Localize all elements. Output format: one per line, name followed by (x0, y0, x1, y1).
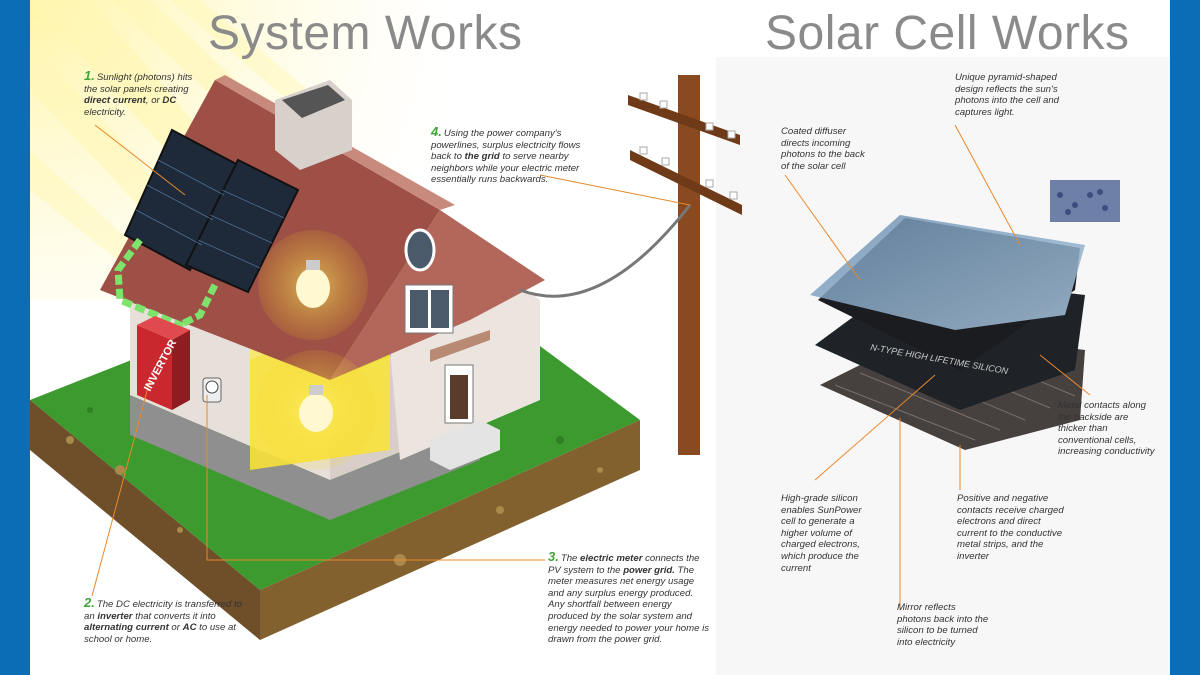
note-1-text-c: electricity. (84, 106, 126, 118)
note-coated-diffuser: Coated diffuser directs incoming photons… (781, 126, 865, 172)
note-3-number: 3. (548, 549, 559, 564)
note-1-text-b: , or (145, 95, 163, 107)
note-2-ac-abbr: AC (182, 622, 197, 634)
inverter-box (137, 316, 190, 410)
note-positive-negative-contacts: Positive and negative contacts receive c… (957, 493, 1064, 562)
note-3-electric-meter: 3.The electric meter connects the PV sys… (548, 549, 710, 646)
solar-panel-icon (123, 128, 300, 294)
note-1-dc-term: direct current (84, 95, 146, 107)
note-mirror: Mirror reflects photons back into the si… (897, 602, 989, 648)
system-leader-lines (91, 124, 691, 597)
solar-cell-layers (810, 180, 1120, 450)
note-2-number: 2. (84, 595, 95, 610)
note-high-grade-silicon: High-grade silicon enables SunPower cell… (781, 493, 862, 574)
note-2-ac-term: alternating current (84, 622, 169, 634)
cell-leader-lines (784, 124, 1091, 610)
electric-meter-icon (202, 377, 222, 403)
note-pyramid-design: Unique pyramid-shaped design reflects th… (955, 72, 1060, 118)
note-4-grid-term: the grid (464, 151, 500, 163)
note-3-text-a: The (560, 553, 581, 564)
left-blue-border (0, 0, 30, 675)
system-works-title: System Works (208, 7, 523, 60)
note-2-text-c: or (168, 622, 183, 634)
note-1-sunlight: 1.Sunlight (photons) hits the solar pane… (84, 68, 194, 118)
note-2-inverter-term: inverter (97, 610, 133, 622)
note-1-dc-abbr: DC (162, 95, 177, 107)
note-3-text-c: The meter measures net energy usage and … (548, 564, 710, 646)
note-4-number: 4. (431, 124, 442, 139)
note-2-text-a: The DC electricity is transferred to an (84, 599, 242, 622)
dc-wire (114, 237, 219, 340)
solar-cell-works-title: Solar Cell Works (765, 7, 1130, 60)
note-2-text-b: that converts it into (132, 610, 216, 622)
note-3-grid-term: power grid. (623, 564, 675, 576)
utility-pole-icon (519, 75, 742, 455)
note-metal-contacts: Metal contacts along the backside are th… (1058, 400, 1155, 458)
note-4-text-b: to serve nearby neighbors while your ele… (431, 151, 580, 186)
note-2-text-d: to use at school or home. (84, 622, 236, 645)
note-3-text-b: connects the PV system to the (548, 553, 700, 576)
note-2-inverter: 2.The DC electricity is transferred to a… (84, 595, 244, 645)
note-1-text-a: Sunlight (photons) hits the solar panels… (84, 72, 193, 95)
note-3-meter-term: electric meter (580, 553, 643, 564)
note-4-powerlines: 4.Using the power company's powerlines, … (431, 124, 581, 186)
right-blue-border (1170, 0, 1200, 675)
light-bulb-icon (256, 350, 376, 470)
note-1-number: 1. (84, 68, 95, 83)
note-4-text-a: Using the power company's powerlines, su… (431, 128, 581, 163)
light-bulb-icon (258, 230, 368, 340)
